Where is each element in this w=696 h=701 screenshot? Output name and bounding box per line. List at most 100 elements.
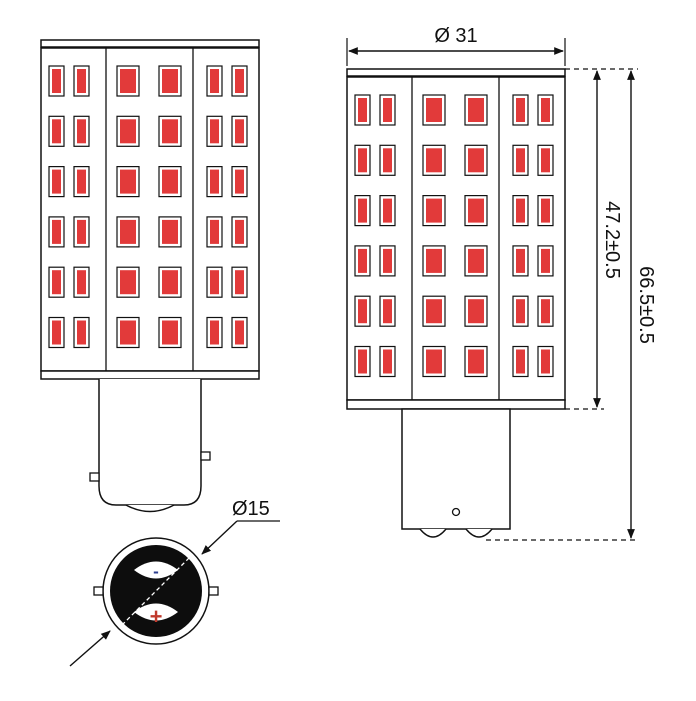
led-emitter <box>426 299 442 324</box>
led-emitter <box>210 320 219 345</box>
led-emitter <box>468 148 484 173</box>
negative-contact <box>134 561 178 579</box>
led-emitter <box>52 219 61 244</box>
led-emitter <box>77 119 86 144</box>
positive-contact <box>134 603 178 621</box>
led-emitter <box>358 349 367 374</box>
led-emitter <box>120 69 136 93</box>
led-emitter <box>516 349 525 374</box>
dimension-total-label: 66.5±0.5 <box>635 266 657 344</box>
led-emitter <box>516 248 525 273</box>
side-view: Ø 31 47.2±0.5 66.5±0.5 <box>346 25 657 541</box>
led-emitter <box>210 270 219 295</box>
led-emitter <box>541 349 550 374</box>
led-emitter <box>120 219 136 244</box>
led-emitter <box>383 98 392 122</box>
top-cap <box>346 68 566 77</box>
led-emitter <box>77 320 86 345</box>
led-emitter <box>541 198 550 223</box>
led-emitter <box>120 169 136 194</box>
led-emitter <box>516 198 525 223</box>
led-emitter <box>541 299 550 324</box>
led-emitter <box>52 69 61 93</box>
led-emitter <box>120 270 136 295</box>
led-emitter <box>358 299 367 324</box>
led-emitter <box>77 270 86 295</box>
led-emitter <box>52 169 61 194</box>
led-emitter <box>210 169 219 194</box>
led-emitter <box>162 270 178 295</box>
bayonet-pin-left <box>93 586 104 596</box>
led-emitter <box>120 320 136 345</box>
led-emitter <box>77 169 86 194</box>
led-emitter <box>162 320 178 345</box>
leader-arrow-top <box>201 520 238 555</box>
led-emitter <box>426 198 442 223</box>
bayonet-base <box>98 379 202 506</box>
led-emitter <box>516 299 525 324</box>
led-emitter <box>426 98 442 122</box>
bayonet-pin-right <box>208 586 219 596</box>
led-emitter <box>468 198 484 223</box>
led-emitter <box>210 69 219 93</box>
leader-arrow-bottom <box>69 630 111 667</box>
led-emitter <box>468 299 484 324</box>
led-emitter <box>541 98 550 122</box>
led-emitter <box>235 69 244 93</box>
led-emitter <box>358 198 367 223</box>
led-emitter <box>468 98 484 122</box>
led-emitter <box>426 248 442 273</box>
led-emitter <box>383 248 392 273</box>
front-view <box>40 39 260 513</box>
led-array-front <box>48 65 248 349</box>
led-emitter <box>77 69 86 93</box>
base-contact-right <box>465 528 493 538</box>
diameter-line <box>121 556 191 626</box>
dimension-body-label: 47.2±0.5 <box>601 201 623 279</box>
led-emitter <box>541 148 550 173</box>
led-emitter <box>383 148 392 173</box>
led-emitter <box>516 148 525 173</box>
led-emitter <box>383 349 392 374</box>
base-bottom-view: - + Ø15 <box>69 498 280 667</box>
led-emitter <box>235 270 244 295</box>
bayonet-pin-left <box>89 472 100 482</box>
led-emitter <box>162 219 178 244</box>
led-emitter <box>358 248 367 273</box>
led-emitter <box>383 198 392 223</box>
led-emitter <box>516 98 525 122</box>
led-array-side <box>354 94 554 378</box>
base-contact-left <box>419 528 447 538</box>
led-emitter <box>235 320 244 345</box>
led-emitter <box>52 119 61 144</box>
positive-sign: + <box>150 604 163 629</box>
bayonet-pin-right <box>200 451 211 461</box>
led-emitter <box>358 98 367 122</box>
led-emitter <box>52 320 61 345</box>
led-emitter <box>52 270 61 295</box>
led-emitter <box>426 349 442 374</box>
led-emitter <box>162 69 178 93</box>
led-emitter <box>235 219 244 244</box>
led-emitter <box>210 119 219 144</box>
base-contact <box>125 504 175 513</box>
bayonet-pin <box>451 507 461 517</box>
led-emitter <box>383 299 392 324</box>
dimension-width-label: Ø 31 <box>434 25 477 47</box>
led-emitter <box>468 349 484 374</box>
bottom-cap <box>40 370 260 380</box>
led-emitter <box>468 248 484 273</box>
bottom-cap <box>346 399 566 410</box>
led-emitter <box>120 119 136 144</box>
led-emitter <box>210 219 219 244</box>
led-emitter <box>541 248 550 273</box>
led-emitter <box>235 169 244 194</box>
led-emitter <box>162 119 178 144</box>
led-emitter <box>162 169 178 194</box>
led-emitter <box>426 148 442 173</box>
top-cap <box>40 39 260 48</box>
led-emitter <box>358 148 367 173</box>
led-emitter <box>77 219 86 244</box>
